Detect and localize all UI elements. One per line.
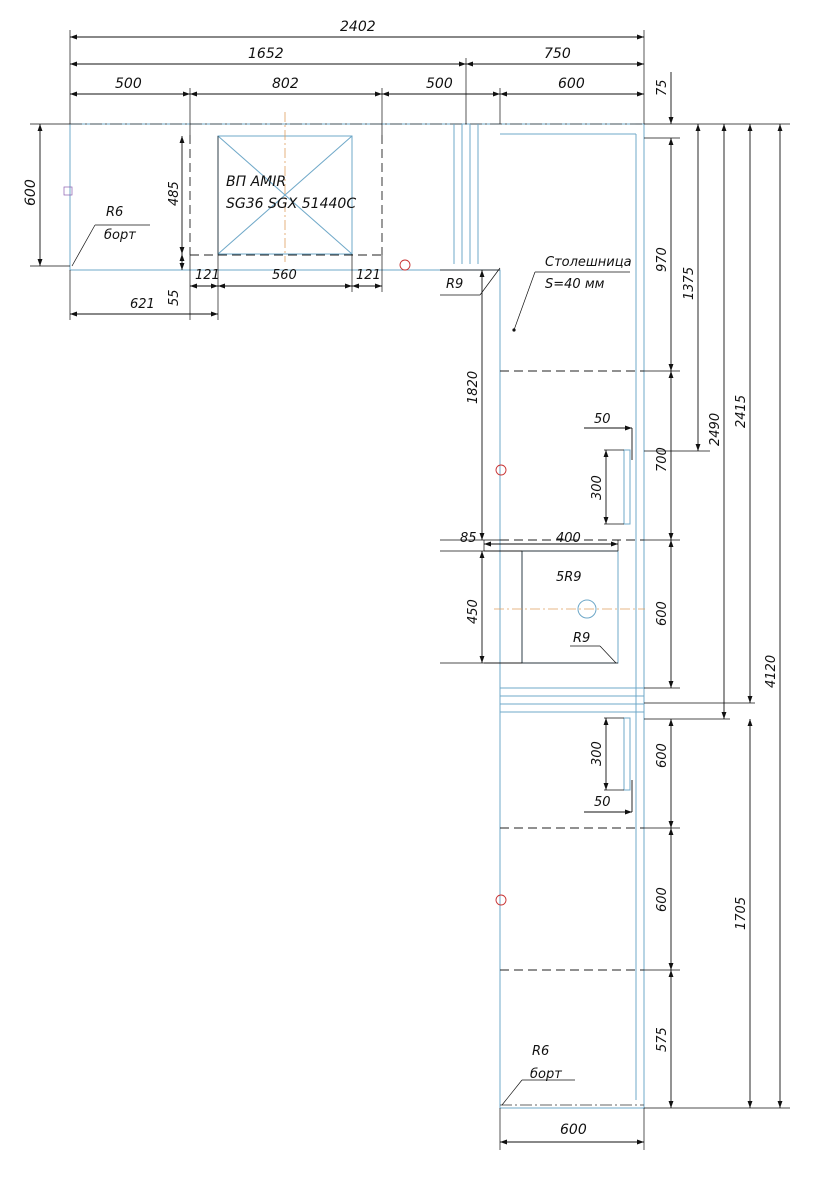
dim-750: 750 <box>544 46 571 62</box>
dim-total-width: 2402 <box>340 19 376 35</box>
dim-575: 575 <box>655 1027 670 1052</box>
dim-621: 621 <box>130 297 155 312</box>
dim-4120: 4120 <box>764 655 779 688</box>
dim-500-b: 500 <box>426 76 453 92</box>
slot-lower <box>604 717 631 791</box>
cutout-5r9-label: 5R9 <box>556 570 582 585</box>
extension-lines <box>30 30 790 1150</box>
dim-600-top: 600 <box>558 76 585 92</box>
dim-802: 802 <box>272 76 299 92</box>
red-markers <box>399 259 507 906</box>
dim-1705: 1705 <box>734 897 749 930</box>
r6-label-bottom: R6 <box>532 1044 549 1059</box>
dim-1652: 1652 <box>248 46 284 62</box>
dim-50-b: 50 <box>594 795 611 810</box>
dim-700: 700 <box>655 447 670 472</box>
horizontal-dimensions <box>70 34 644 1145</box>
cutout-r9-label: R9 <box>573 631 590 646</box>
dim-bottom-600: 600 <box>560 1122 587 1138</box>
r9-corner-label: R9 <box>446 277 463 292</box>
dimension-values-horizontal: 2402 1652 750 500 802 500 600 121 560 12… <box>115 19 611 1138</box>
callout-labels: R6 борт R9 Столешница S=40 мм R6 борт <box>104 205 632 1082</box>
dim-1375: 1375 <box>682 267 697 300</box>
countertop-label: Столешница <box>545 255 632 270</box>
dim-300-b: 300 <box>590 741 605 766</box>
sink-model-line1: ВП AMIR <box>226 174 286 190</box>
dim-400: 400 <box>556 531 581 546</box>
dim-121-a: 121 <box>195 268 220 283</box>
dim-121-b: 121 <box>356 268 381 283</box>
dim-75: 75 <box>655 79 670 96</box>
bort-label-top: борт <box>104 228 136 243</box>
slot-upper <box>604 449 631 525</box>
dim-50-a: 50 <box>594 412 611 427</box>
dim-600-mid: 600 <box>655 601 670 626</box>
dim-560: 560 <box>272 268 297 283</box>
dim-85: 85 <box>460 531 477 546</box>
dim-450: 450 <box>466 599 481 624</box>
dim-1820: 1820 <box>466 371 481 404</box>
dim-970: 970 <box>655 247 670 272</box>
dim-485: 485 <box>167 181 182 206</box>
dim-300-a: 300 <box>590 475 605 500</box>
leader-lines <box>71 224 630 1106</box>
dim-500-a: 500 <box>115 76 142 92</box>
cutout-5r9: 5R9 R9 <box>484 550 645 664</box>
bort-label-bottom: борт <box>530 1067 562 1082</box>
countertop-outline <box>63 123 645 1109</box>
cabinet-section-lines <box>189 135 644 971</box>
dim-600-low: 600 <box>655 743 670 768</box>
dim-55: 55 <box>167 289 182 306</box>
vertical-dimensions <box>37 72 783 1108</box>
dim-2415: 2415 <box>734 395 749 428</box>
r6-label-top: R6 <box>106 205 123 220</box>
countertop-thickness-label: S=40 мм <box>545 277 605 292</box>
dim-2490: 2490 <box>708 413 723 446</box>
dim-600-lower: 600 <box>655 887 670 912</box>
sink-model-line2: SG36 SGX 51440C <box>226 196 356 212</box>
sink-cutout: ВП AMIR SG36 SGX 51440C <box>189 112 383 320</box>
dimension-values-vertical: 600 485 55 75 970 700 600 600 600 575 13… <box>23 79 779 1052</box>
dim-depth-600: 600 <box>23 179 39 206</box>
